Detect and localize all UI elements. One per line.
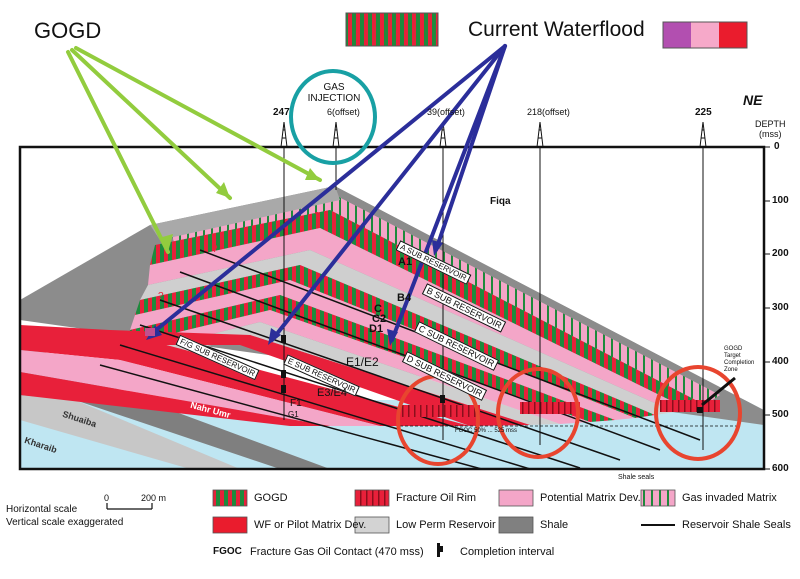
fracture-oil-rim-2 bbox=[520, 402, 580, 414]
depth-tick-600: 600 bbox=[772, 463, 789, 474]
gas-injection-circle bbox=[289, 69, 377, 165]
legend-potential-label: Potential Matrix Dev. bbox=[540, 492, 641, 504]
gogd-target-line4: Zone bbox=[724, 367, 738, 373]
legend-wf-label: WF or Pilot Matrix Dev. bbox=[254, 519, 367, 531]
gas-injection-label: GAS INJECTION bbox=[304, 82, 364, 104]
depth-tick-500: 500 bbox=[772, 409, 789, 420]
legend-potential-swatch bbox=[498, 489, 534, 507]
fracture-oil-rim-1 bbox=[400, 405, 480, 417]
waterflood-title: Current Waterflood bbox=[468, 18, 645, 41]
unit-c: C bbox=[374, 303, 382, 315]
well-218-icon bbox=[536, 121, 544, 445]
ne-label: NE bbox=[743, 92, 763, 108]
unit-f1: F1 bbox=[290, 398, 302, 409]
legend-fgoc-abbr: FGOC bbox=[213, 546, 242, 557]
scale-vertical: Vertical scale exaggerated bbox=[6, 517, 124, 528]
depth-axis-title: DEPTH (mss) bbox=[755, 119, 786, 139]
section-layers bbox=[20, 147, 764, 469]
depth-tick-100: 100 bbox=[772, 195, 789, 206]
unit-c2: C2 bbox=[372, 313, 387, 325]
legend-low-perm-label: Low Perm Reservoir bbox=[396, 519, 496, 531]
unit-g1: G1 bbox=[288, 410, 299, 419]
gogd-zone-upper bbox=[150, 210, 705, 410]
fracture-oil-rim-3 bbox=[660, 400, 720, 412]
waterflood-arrows bbox=[148, 44, 507, 342]
scale-bar-zero: 0 bbox=[104, 493, 110, 503]
gogd-target-line1: GOGD bbox=[724, 346, 743, 352]
legend-gas-invaded-swatch bbox=[640, 489, 676, 507]
gogd-target-note: GOGD Target Completion Zone bbox=[724, 346, 754, 374]
legend-shale-swatch bbox=[498, 516, 534, 534]
unit-e1e2: E1/E2 bbox=[346, 355, 379, 369]
depth-title-line2: (mss) bbox=[759, 129, 782, 139]
gogd-target-line3: Completion bbox=[724, 360, 755, 366]
well-label-39: 39(offset) bbox=[427, 107, 465, 117]
unit-b4: B4 bbox=[397, 292, 412, 304]
well-label-225: 225 bbox=[695, 107, 712, 118]
shale-seals-note: Shale seals bbox=[618, 474, 655, 481]
unit-e3e4: E3/E4 bbox=[317, 387, 347, 399]
well-label-218: 218(offset) bbox=[527, 107, 570, 117]
legend-seals-label: Reservoir Shale Seals bbox=[682, 519, 791, 531]
depth-tick-400: 400 bbox=[772, 356, 789, 367]
e-sub-reservoir-zone bbox=[105, 330, 530, 426]
legend-wf-swatch bbox=[212, 516, 248, 534]
legend-fracture-swatch bbox=[354, 489, 390, 507]
depth-title-line1: DEPTH bbox=[755, 119, 786, 129]
shuaiba-layer bbox=[20, 395, 240, 469]
scale-horizontal: Horizontal scale bbox=[6, 504, 78, 515]
well-label-6: 6(offset) bbox=[327, 107, 360, 117]
header-waterflood-swatch bbox=[662, 21, 748, 49]
gogd-title: GOGD bbox=[34, 18, 102, 43]
gas-injection-line2: INJECTION bbox=[307, 93, 361, 104]
scale-bar bbox=[106, 503, 153, 510]
legend-gas-invaded-label: Gas invaded Matrix bbox=[682, 492, 777, 504]
gogd-target-line2: Target bbox=[724, 353, 741, 359]
scale-bar-end: 200 m bbox=[141, 493, 167, 503]
gogd-arrows bbox=[66, 46, 322, 254]
formation-fiqa: Fiqa bbox=[490, 196, 511, 207]
unit-question-1: ? bbox=[158, 291, 164, 302]
unit-a1: A1 bbox=[398, 256, 413, 268]
well-225-icon bbox=[699, 121, 707, 450]
fgoc-note: FGOC 50% ... 525 mss bbox=[455, 428, 518, 434]
legend-low-perm-swatch bbox=[354, 516, 390, 534]
legend-gogd-label: GOGD bbox=[254, 492, 288, 504]
unit-question-2: ? bbox=[212, 244, 218, 255]
unit-question-3: ? bbox=[314, 211, 320, 222]
gas-injection-line1: GAS bbox=[323, 82, 345, 93]
completion-interval-markers bbox=[281, 335, 703, 413]
depth-tick-0: 0 bbox=[774, 141, 780, 152]
legend-swatches bbox=[212, 489, 676, 557]
unit-d1: D1 bbox=[369, 323, 384, 335]
header-gogd-swatch bbox=[345, 12, 439, 47]
legend-fracture-label: Fracture Oil Rim bbox=[396, 492, 477, 504]
depth-tick-300: 300 bbox=[772, 302, 789, 313]
legend-fgoc-full: Fracture Gas Oil Contact (470 mss) bbox=[250, 546, 424, 558]
depth-axis bbox=[763, 146, 770, 470]
depth-tick-200: 200 bbox=[772, 248, 789, 259]
legend-shale-label: Shale bbox=[540, 519, 569, 531]
legend-completion-label: Completion interval bbox=[460, 546, 555, 558]
legend-gogd-swatch bbox=[212, 489, 248, 507]
well-label-247: 247 bbox=[273, 107, 290, 118]
